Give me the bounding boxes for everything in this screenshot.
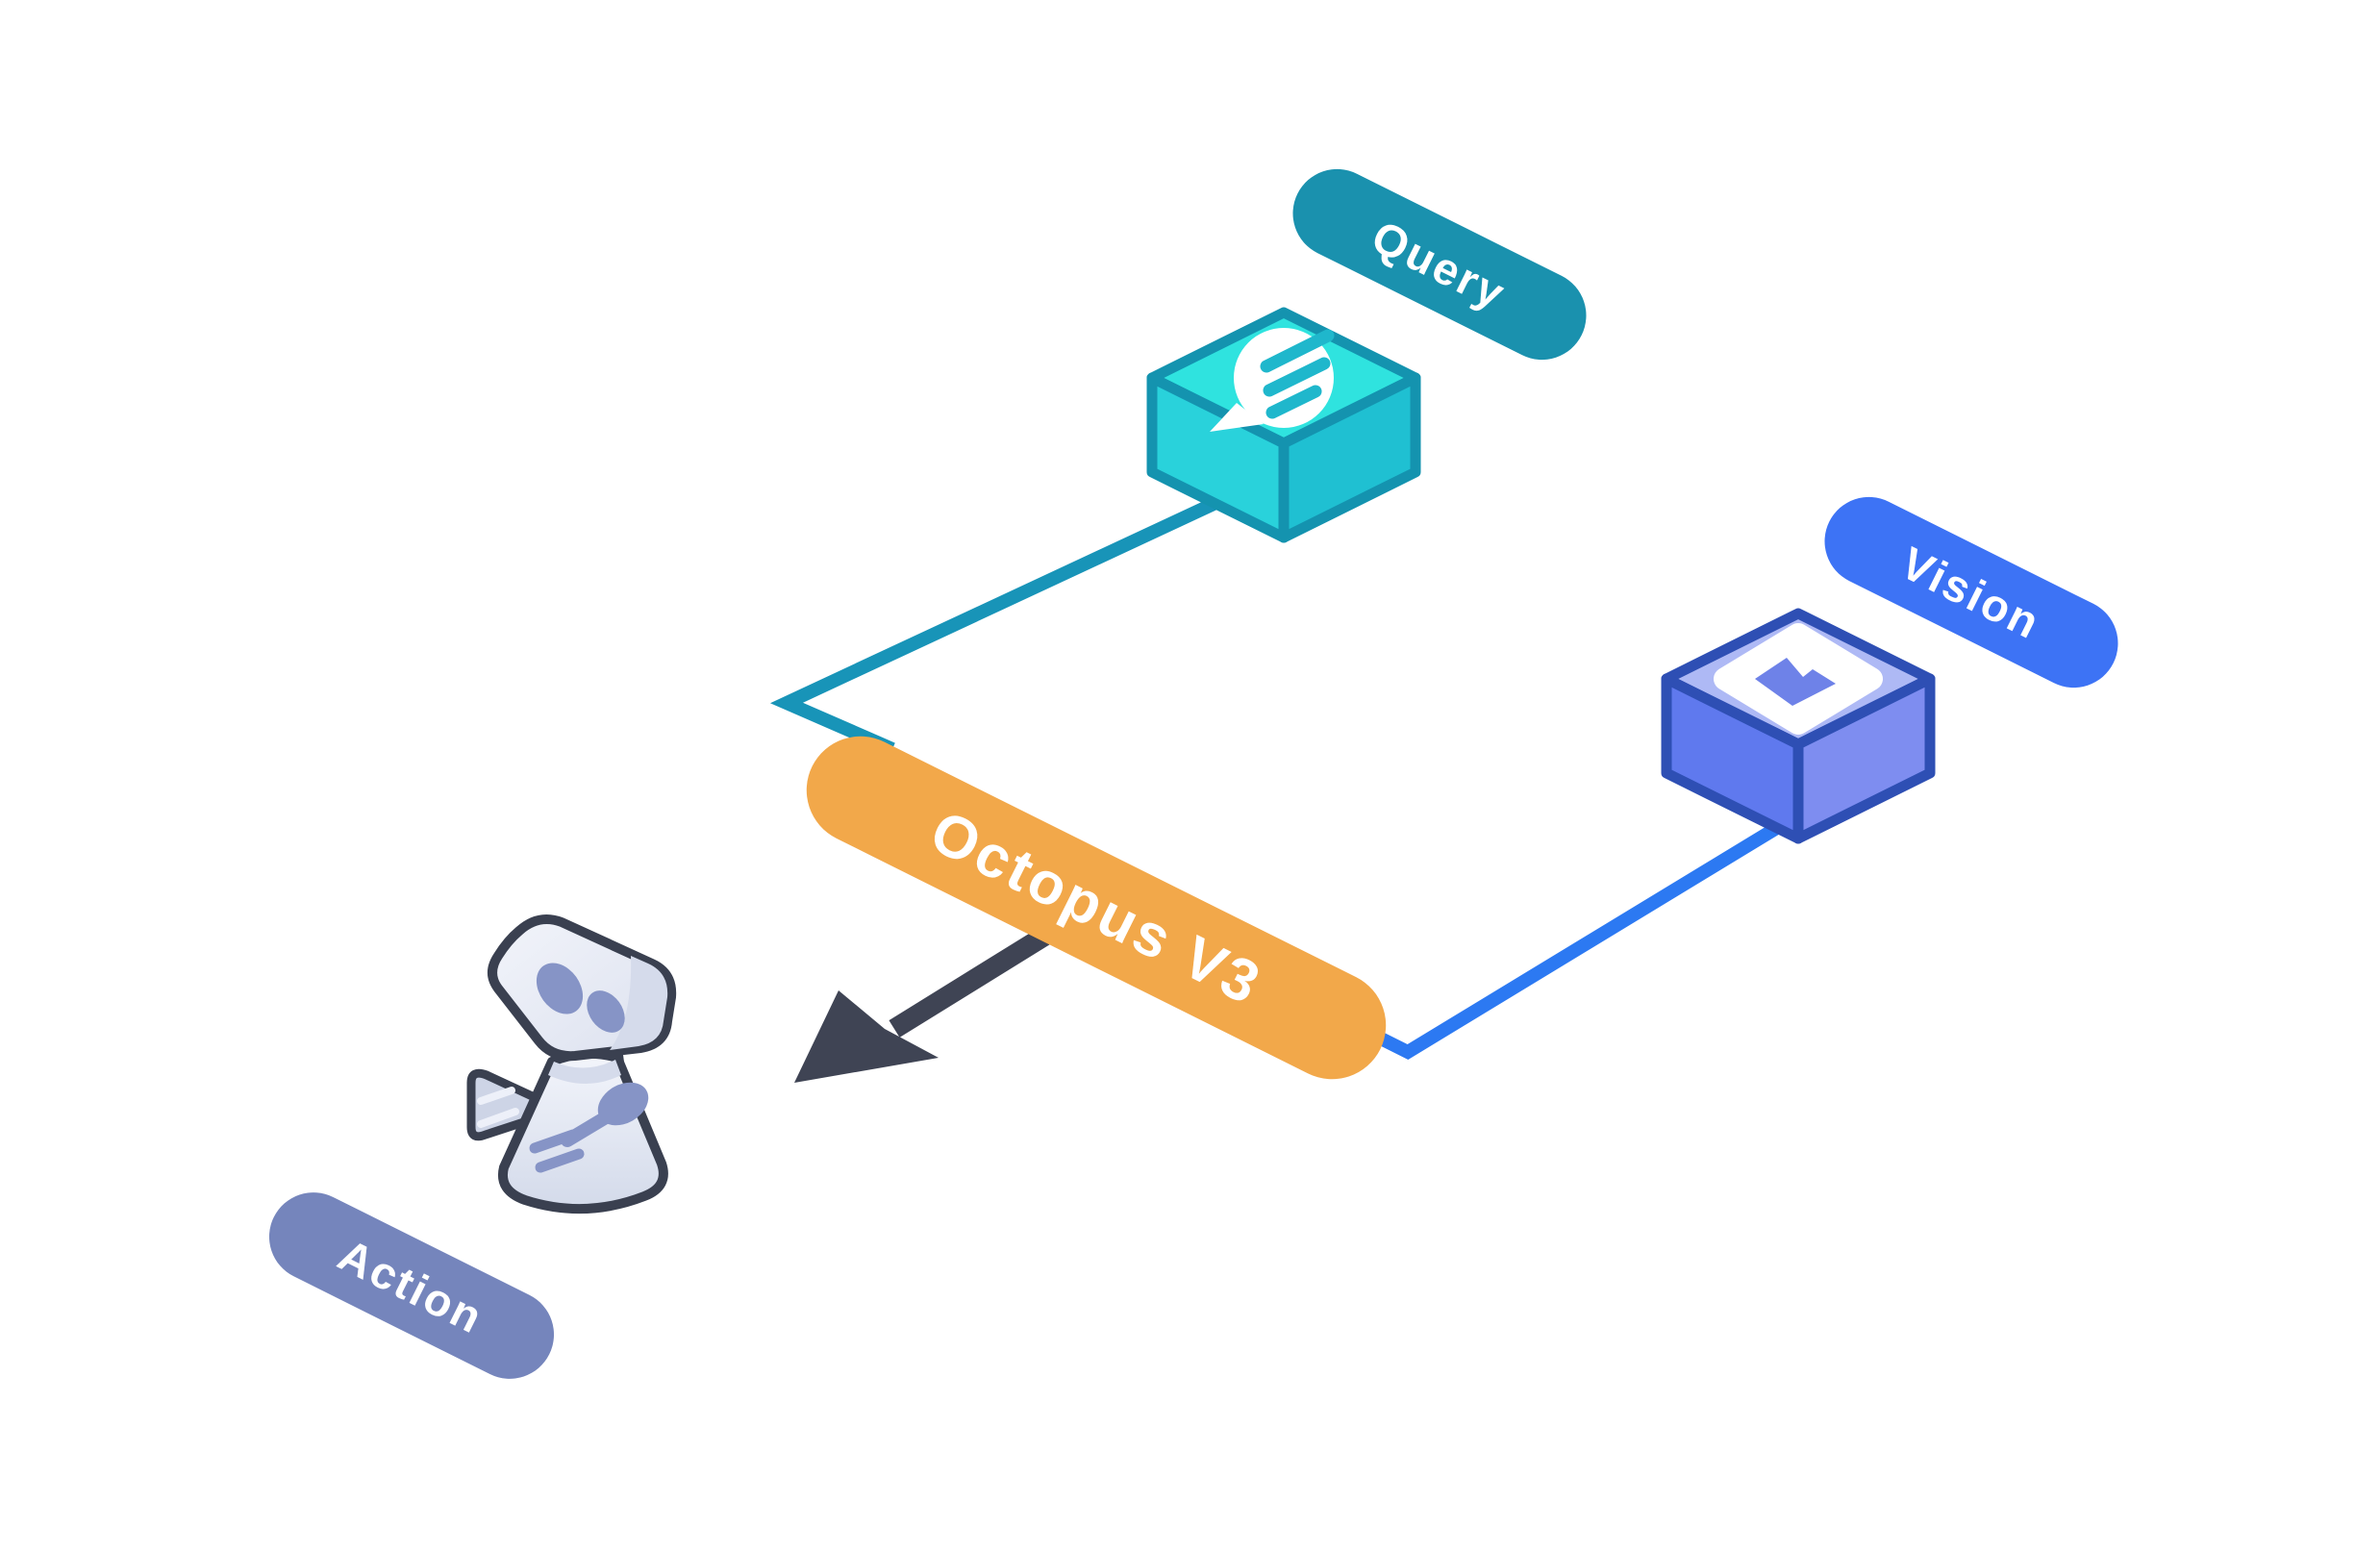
arrowhead-icon [794, 990, 939, 1083]
robot-illustration [466, 914, 677, 1214]
robot-eye-right [587, 990, 625, 1033]
robot-collar-shade [548, 1060, 621, 1084]
vision-cube [1661, 608, 1936, 844]
query-cube [1146, 307, 1421, 543]
vision-connector-line [1371, 823, 1779, 1060]
image-mountain-icon [1714, 623, 1883, 735]
robot-head-shade [610, 956, 668, 1050]
robot-tool-emblem-icon [529, 1082, 649, 1173]
vision-cube-right-face [1792, 673, 1936, 844]
chat-bubble-icon [1210, 328, 1335, 432]
query-connector-line [769, 497, 1216, 756]
query-cube-right-face [1278, 372, 1421, 543]
robot-eye-left [536, 963, 584, 1014]
robot-head [488, 914, 677, 1062]
